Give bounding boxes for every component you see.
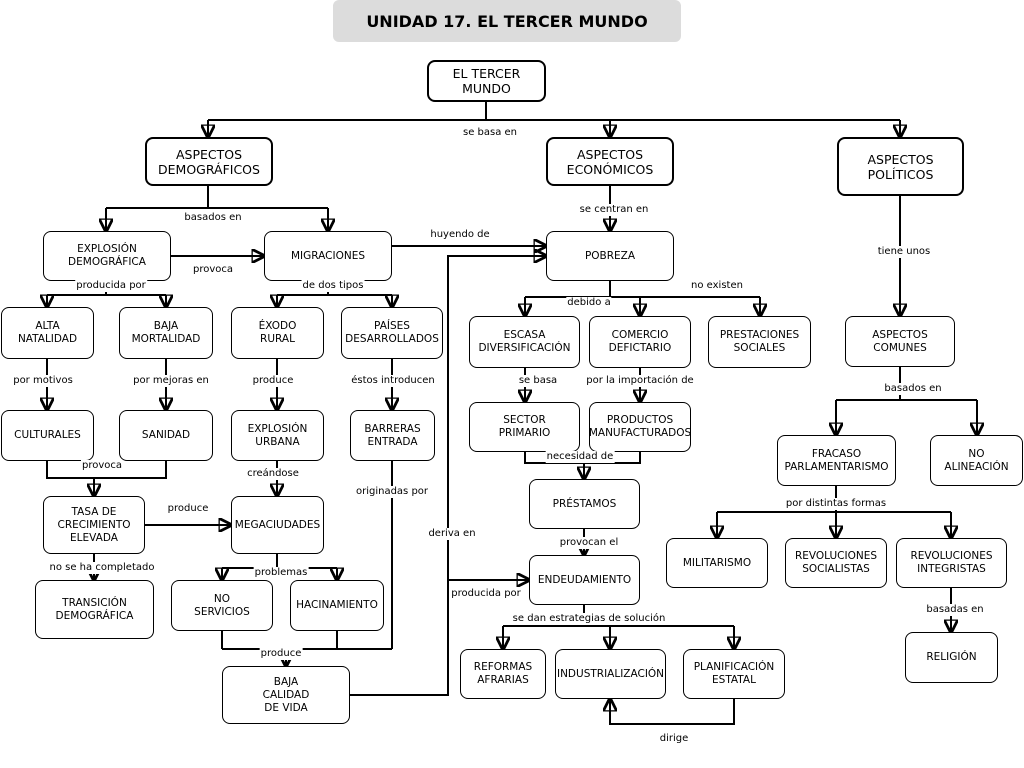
- node-productos-manufacturados: PRODUCTOS MANUFACTURADOS: [589, 402, 691, 452]
- label-necesidad-de: necesidad de: [545, 451, 615, 463]
- label-estos-introducen: éstos introducen: [350, 375, 436, 387]
- label-producida-por-endeudamiento: producida por: [450, 588, 522, 600]
- node-militarismo: MILITARISMO: [666, 538, 768, 588]
- node-revoluciones-socialistas: REVOLUCIONES SOCIALISTAS: [785, 538, 887, 588]
- label-se-centran-en: se centran en: [578, 204, 650, 216]
- node-religion: RELIGIÓN: [905, 632, 998, 683]
- node-explosion-urbana: EXPLOSIÓN URBANA: [231, 410, 324, 461]
- label-produce-megaciudades: produce: [166, 503, 210, 515]
- node-no-servicios: NO SERVICIOS: [171, 580, 273, 631]
- node-prestamos: PRÉSTAMOS: [529, 479, 640, 529]
- node-tercer-mundo: EL TERCER MUNDO: [427, 60, 546, 102]
- node-explosion-demografica: EXPLOSIÓN DEMOGRÁFICA: [43, 231, 171, 281]
- connector-line-56: [610, 699, 735, 725]
- label-dirige: dirige: [658, 733, 690, 745]
- label-produce-baja-calidad: produce: [259, 648, 303, 660]
- label-tiene-unos: tiene unos: [876, 246, 932, 258]
- label-deriva-en: deriva en: [427, 528, 477, 540]
- node-aspectos-politicos: ASPECTOS POLÍTICOS: [837, 137, 964, 196]
- label-por-motivos: por motivos: [12, 375, 74, 387]
- page-title-text: UNIDAD 17. EL TERCER MUNDO: [366, 11, 648, 31]
- connector-line-48: [524, 452, 641, 464]
- node-baja-calidad-vida: BAJA CALIDAD DE VIDA: [222, 666, 350, 724]
- label-se-basa: se basa: [517, 375, 559, 387]
- label-basados-en: basados en: [183, 212, 243, 224]
- label-se-basa-en: se basa en: [461, 127, 519, 139]
- node-aspectos-demograficos: ASPECTOS DEMOGRÁFICOS: [145, 137, 273, 186]
- node-migraciones: MIGRACIONES: [264, 231, 392, 281]
- node-revoluciones-integristas: REVOLUCIONES INTEGRISTAS: [896, 538, 1007, 588]
- node-no-alineacion: NO ALINEACIÓN: [930, 435, 1023, 486]
- node-aspectos-economicos: ASPECTOS ECONÓMICOS: [546, 137, 674, 186]
- node-prestaciones-sociales: PRESTACIONES SOCIALES: [708, 316, 811, 368]
- node-paises-desarrollados: PAÍSES DESARROLLADOS: [341, 307, 443, 359]
- label-provoca-tasa: provoca: [80, 460, 124, 472]
- page-title: UNIDAD 17. EL TERCER MUNDO: [333, 0, 681, 42]
- node-comercio-deficitario: COMERCIO DEFICTARIO: [589, 316, 691, 368]
- node-endeudamiento: ENDEUDAMIENTO: [529, 555, 640, 605]
- label-huyendo-de: huyendo de: [429, 229, 491, 241]
- node-culturales: CULTURALES: [1, 410, 94, 461]
- label-no-existen: no existen: [690, 280, 744, 292]
- connector-line-24: [46, 461, 167, 479]
- node-escasa-diversificacion: ESCASA DIVERSIFICACIÓN: [469, 316, 580, 368]
- label-debido-a: debido a: [566, 297, 612, 309]
- node-barreras-entrada: BARRERAS ENTRADA: [350, 410, 435, 461]
- label-basadas-en: basadas en: [925, 604, 985, 616]
- label-de-dos-tipos: de dos tipos: [301, 280, 365, 292]
- node-fracaso-parlamentarismo: FRACASO PARLAMENTARISMO: [777, 435, 896, 486]
- label-no-se-ha-completado: no se ha completado: [48, 562, 156, 574]
- label-producida-por: producida por: [75, 280, 147, 292]
- node-baja-mortalidad: BAJA MORTALIDAD: [119, 307, 213, 359]
- label-por-distintas-formas: por distintas formas: [784, 498, 888, 510]
- node-alta-natalidad: ALTA NATALIDAD: [1, 307, 94, 359]
- node-industrializacion: INDUSTRIALIZACIÓN: [555, 649, 666, 699]
- node-sanidad: SANIDAD: [119, 410, 213, 461]
- node-megaciudades: MEGACIUDADES: [231, 496, 324, 554]
- connector-line-38: [350, 256, 546, 696]
- node-planificacion-estatal: PLANIFICACIÓN ESTATAL: [683, 649, 785, 699]
- label-originadas-por: originadas por: [354, 486, 430, 498]
- node-transicion-demografica: TRANSICIÓN DEMOGRÁFICA: [35, 580, 154, 639]
- label-provocan-el: provocan el: [558, 537, 620, 549]
- label-basados-en-politicos: basados en: [883, 383, 943, 395]
- label-provoca: provoca: [191, 264, 235, 276]
- label-produce: produce: [251, 375, 295, 387]
- node-exodo-rural: ÉXODO RURAL: [231, 307, 324, 359]
- label-problemas: problemas: [253, 567, 309, 579]
- node-reformas-agrarias: REFORMAS AFRARIAS: [460, 649, 546, 699]
- label-creandose: creándose: [246, 468, 300, 480]
- node-tasa-crecimiento: TASA DE CRECIMIENTO ELEVADA: [43, 496, 145, 554]
- label-por-mejoras-en: por mejoras en: [132, 375, 210, 387]
- label-por-la-importacion-de: por la importación de: [585, 375, 695, 387]
- node-pobreza: POBREZA: [546, 231, 674, 281]
- node-aspectos-comunes: ASPECTOS COMUNES: [845, 316, 955, 367]
- node-hacinamiento: HACINAMIENTO: [290, 580, 384, 631]
- node-sector-primario: SECTOR PRIMARIO: [469, 402, 580, 452]
- label-se-dan-estrategias: se dan estrategias de solución: [511, 613, 667, 625]
